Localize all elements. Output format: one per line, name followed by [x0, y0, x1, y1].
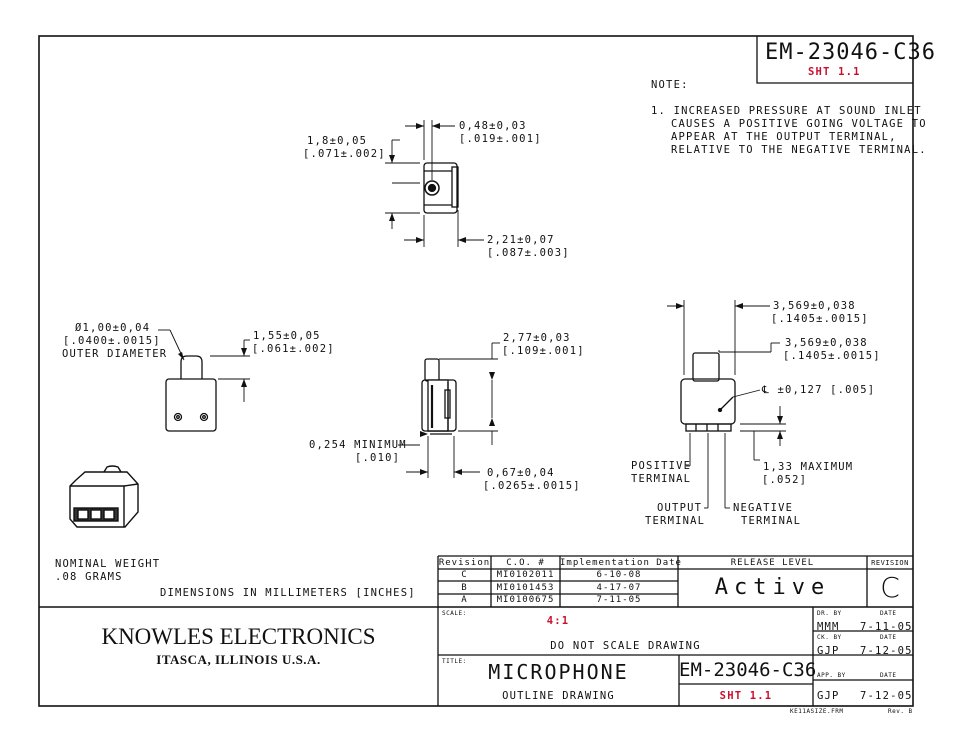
note-line-4: RELATIVE TO THE NEGATIVE TERMINAL. [671, 144, 927, 156]
output-terminal-label-1: OUTPUT [657, 502, 703, 514]
ck-date-label: DATE [880, 634, 897, 641]
dim-body-width2-in: [.1405±.0015] [783, 350, 881, 362]
side-view [421, 358, 457, 435]
dim-thickness-in: [.0265±.0015] [483, 480, 581, 492]
rev-row-c-co: MI0102011 [496, 570, 555, 580]
title-label: TITLE: [442, 658, 467, 665]
dim-min-in: [.010] [355, 452, 401, 464]
dim-width-mm: 2,21±0,07 [487, 234, 555, 246]
rev-row-c-date: 6-10-08 [596, 570, 642, 580]
no-scale-note: DO NOT SCALE DRAWING [550, 640, 701, 652]
rev-row-b-rev: B [461, 583, 468, 593]
revision-value: C [880, 571, 900, 604]
doc-number-bottom: EM-23046-C36 [679, 659, 817, 681]
rev-row-a-date: 7-11-05 [596, 595, 642, 605]
ck-by-value: GJP [817, 645, 840, 657]
dim-diameter-mm: Ø1,00±0,04 [75, 322, 151, 334]
dim-body-width2-mm: 3,569±0,038 [785, 337, 868, 349]
negative-terminal-label-2: TERMINAL [741, 515, 802, 527]
dr-date-value: 7-11-05 [860, 621, 913, 633]
ck-date-value: 7-12-05 [860, 645, 913, 657]
dim-centerline: ℄ ±0,127 [.005] [762, 384, 876, 396]
dim-inlet-in: [.019±.001] [459, 133, 542, 145]
rev-row-a-co: MI0100675 [496, 595, 555, 605]
terminal-view [680, 352, 736, 432]
negative-terminal-label-1: NEGATIVE [733, 502, 794, 514]
dim-diameter-label: OUTER DIAMETER [62, 348, 168, 360]
note-line-1: 1. INCREASED PRESSURE AT SOUND INLET [651, 105, 922, 117]
positive-terminal-label-1: POSITIVE [631, 460, 692, 472]
scale-label: SCALE: [442, 610, 467, 617]
dim-height-mm: 1,8±0,05 [307, 135, 368, 147]
dim-depth-mm: 2,77±0,03 [503, 332, 571, 344]
app-by-value: GJP [817, 690, 840, 702]
dim-inlet-mm: 0,48±0,03 [459, 120, 527, 132]
dim-height-in: [.071±.002] [303, 148, 386, 160]
revision-label: REVISION [871, 559, 909, 567]
footer-file: KE11ASIZE.FRM [790, 708, 844, 715]
company-location: ITASCA, ILLINOIS U.S.A. [156, 652, 321, 667]
rev-header-co: C.O. # [506, 558, 545, 568]
dim-width-in: [.087±.003] [487, 247, 570, 259]
positive-terminal-label-2: TERMINAL [631, 473, 692, 485]
ck-by-label: CK. BY [817, 634, 842, 641]
weight-value: .08 GRAMS [55, 571, 123, 583]
rev-row-b-co: MI0101453 [496, 583, 555, 593]
footer-rev: Rev. B [888, 708, 913, 715]
note-line-2: CAUSES A POSITIVE GOING VOLTAGE TO [671, 118, 927, 130]
dim-body-width-in: [.1405±.0015] [771, 313, 869, 325]
units-note: DIMENSIONS IN MILLIMETERS [INCHES] [160, 587, 416, 599]
note-header: NOTE: [651, 79, 689, 91]
dim-body-width-mm: 3,569±0,038 [773, 300, 856, 312]
app-date-label: DATE [880, 672, 897, 679]
dim-terminal-height-in: [.052] [762, 474, 808, 486]
output-terminal-label-2: TERMINAL [645, 515, 706, 527]
dr-by-label: DR. BY [817, 610, 842, 617]
sheet-number-bottom: SHT 1.1 [719, 690, 773, 702]
dim-thickness-mm: 0,67±0,04 [487, 467, 555, 479]
dr-by-value: MMM [817, 621, 840, 633]
front-view [165, 355, 217, 432]
dim-terminal-height-mm: 1,33 MAXIMUM [763, 461, 854, 473]
weight-label: NOMINAL WEIGHT [55, 558, 161, 570]
release-level-value: Active [714, 575, 831, 600]
isometric-view [69, 465, 139, 528]
dim-port-height-mm: 1,55±0,05 [253, 330, 321, 342]
app-by-label: APP. BY [817, 672, 846, 679]
note-line-3: APPEAR AT THE OUTPUT TERMINAL, [671, 131, 897, 143]
rev-row-b-date: 4-17-07 [596, 583, 642, 593]
doc-number-top: EM-23046-C36 [765, 40, 936, 65]
rev-header-date: Implementation Date [560, 558, 682, 568]
company-name: KNOWLES ELECTRONICS [101, 624, 376, 649]
top-view [423, 162, 459, 214]
drawing-title: MICROPHONE [488, 660, 629, 684]
dr-date-label: DATE [880, 610, 897, 617]
release-level-label: RELEASE LEVEL [730, 558, 815, 568]
app-date-value: 7-12-05 [860, 690, 913, 702]
dim-diameter-in: [.0400±.0015] [63, 335, 161, 347]
dim-depth-in: [.109±.001] [502, 345, 585, 357]
dim-port-height-in: [.061±.002] [252, 343, 335, 355]
dim-min-mm: 0,254 MINIMUM [309, 439, 407, 451]
scale-value: 4:1 [546, 615, 570, 627]
drawing-subtitle: OUTLINE DRAWING [502, 690, 615, 702]
rev-header-revision: Revision [438, 558, 491, 568]
sheet-number-top: SHT 1.1 [808, 66, 861, 78]
rev-row-a-rev: A [461, 595, 468, 605]
rev-row-c-rev: C [461, 570, 468, 580]
